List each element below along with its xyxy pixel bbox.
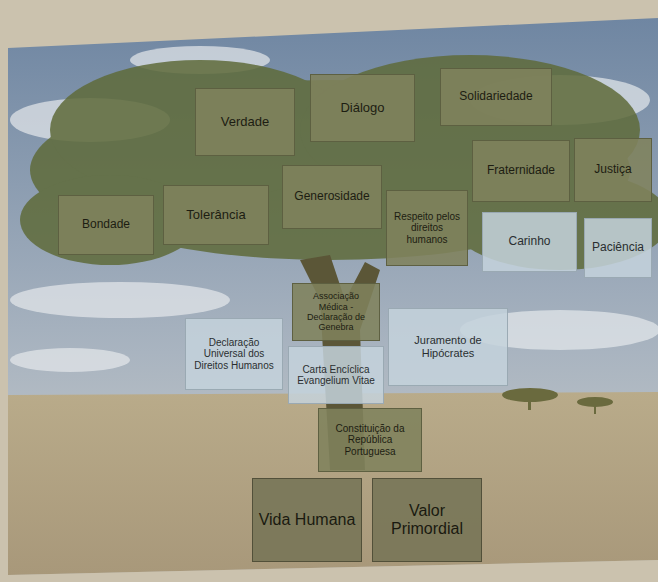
node-label: Vida Humana xyxy=(259,511,356,529)
node-label: Respeito pelos direitos humanos xyxy=(392,211,462,246)
trunk-box: Juramento de Hipócrates xyxy=(388,308,508,386)
node-label: Constituição da República Portuguesa xyxy=(324,423,416,458)
node-label: Valor Primordial xyxy=(378,502,476,539)
node-label: Declaração Universal dos Direitos Humano… xyxy=(191,337,277,372)
root-box: Vida Humana xyxy=(252,478,362,562)
trunk-box: Declaração Universal dos Direitos Humano… xyxy=(185,318,283,390)
node-label: Juramento de Hipócrates xyxy=(394,334,502,359)
root-box: Valor Primordial xyxy=(372,478,482,562)
node-label: Associação Médica - Declaração de Genebr… xyxy=(298,291,374,332)
node-label: Justiça xyxy=(594,163,631,177)
value-box: Tolerância xyxy=(163,185,269,245)
value-box: Fraternidade xyxy=(472,140,570,202)
value-box: Bondade xyxy=(58,195,154,255)
trunk-box: Carta Encíclica Evangelium Vitae xyxy=(288,346,384,404)
node-label: Solidariedade xyxy=(459,90,532,104)
node-label: Diálogo xyxy=(340,101,384,116)
trunk-box: Constituição da República Portuguesa xyxy=(318,408,422,472)
value-box: Respeito pelos direitos humanos xyxy=(386,190,468,266)
node-label: Carta Encíclica Evangelium Vitae xyxy=(294,364,378,387)
node-label: Generosidade xyxy=(294,190,369,204)
value-box: Verdade xyxy=(195,88,295,156)
value-box: Diálogo xyxy=(310,74,415,142)
value-box: Carinho xyxy=(482,212,577,272)
node-label: Bondade xyxy=(82,218,130,232)
value-box: Solidariedade xyxy=(440,68,552,126)
node-label: Carinho xyxy=(508,235,550,249)
node-label: Paciência xyxy=(592,241,644,255)
node-label: Tolerância xyxy=(186,208,245,223)
trunk-box: Associação Médica - Declaração de Genebr… xyxy=(292,283,380,341)
value-box: Paciência xyxy=(584,218,652,278)
node-label: Fraternidade xyxy=(487,164,555,178)
node-label: Verdade xyxy=(221,115,269,130)
value-box: Generosidade xyxy=(282,165,382,229)
value-box: Justiça xyxy=(574,138,652,202)
